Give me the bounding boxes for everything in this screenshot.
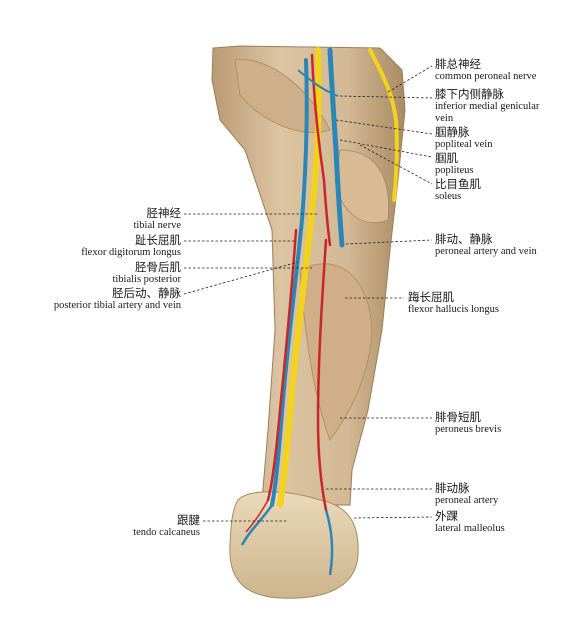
- label-zh: 胫骨后肌: [135, 260, 181, 274]
- leader-lines-left: [183, 213, 318, 522]
- label-en: soleus: [435, 190, 462, 202]
- label-en: flexor digitorum longus: [81, 246, 181, 258]
- label-peroneal-artery-and-vein: 腓动、静脉 peroneal artery and vein: [435, 233, 537, 258]
- peroneal-artery: [316, 238, 328, 512]
- label-zh: 腓骨短肌: [435, 410, 481, 424]
- label-en-line2: vein: [435, 112, 454, 124]
- label-tendo-calcaneus: 跟腱 tendo calcaneus: [133, 514, 200, 539]
- label-popliteus: 腘肌 popliteus: [435, 152, 474, 177]
- posterior-tibial-vein: [270, 58, 309, 507]
- label-en: popliteal vein: [435, 138, 493, 150]
- label-peroneal-artery: 腓动脉 peroneal artery: [435, 482, 498, 507]
- label-popliteal-vein: 腘静脉 popliteal vein: [435, 126, 492, 151]
- label-en: tibial nerve: [133, 219, 181, 231]
- label-en: posterior tibial artery and vein: [53, 299, 181, 311]
- label-en: peroneal artery and vein: [435, 245, 537, 257]
- label-zh: 外踝: [435, 509, 458, 523]
- posterior-tibial-artery: [266, 228, 298, 502]
- label-en: flexor hallucis longus: [408, 303, 499, 315]
- leader-lines-right: [326, 65, 433, 519]
- label-soleus: 比目鱼肌 soleus: [435, 178, 481, 203]
- artery-branch-heel: [245, 499, 269, 533]
- genicular-vein-branch: [297, 69, 339, 97]
- label-tibial-nerve: 胫神经 tibial nerve: [133, 207, 181, 232]
- label-flexor-hallucis-longus: 踇长屈肌 flexor hallucis longus: [408, 291, 499, 316]
- label-zh: 胫神经: [146, 206, 182, 220]
- label-en: popliteus: [435, 164, 474, 176]
- label-tibialis-posterior: 胫骨后肌 tibialis posterior: [112, 261, 181, 286]
- label-zh: 跟腱: [177, 513, 200, 527]
- label-en: tendo calcaneus: [133, 526, 200, 538]
- common-peroneal-nerve: [368, 48, 399, 202]
- label-zh: 腓动、静脉: [435, 232, 493, 246]
- label-en: lateral malleolus: [435, 522, 505, 534]
- label-zh: 踇长屈肌: [408, 290, 454, 304]
- label-zh: 腘静脉: [435, 125, 470, 139]
- label-common-peroneal-nerve: 腓总神经 common peroneal nerve: [435, 58, 536, 83]
- label-zh: 腘肌: [435, 151, 458, 165]
- label-flexor-digitorum-longus: 趾长屈肌 flexor digitorum longus: [81, 234, 181, 259]
- label-en: tibialis posterior: [112, 273, 181, 285]
- label-peroneus-brevis: 腓骨短肌 peroneus brevis: [435, 411, 501, 436]
- label-lateral-malleolus: 外踝 lateral malleolus: [435, 510, 505, 535]
- heel: [229, 491, 359, 599]
- label-zh: 胫后动、静脉: [112, 286, 181, 300]
- label-en: peroneal artery: [435, 494, 499, 506]
- label-en: common peroneal nerve: [435, 70, 537, 82]
- label-zh: 腓总神经: [435, 57, 481, 71]
- popliteal-vein: [327, 47, 345, 248]
- vessel-branch-heel: [324, 509, 334, 576]
- label-inferior-medial-genicular-vein: 膝下内侧静脉 inferior medial genicular vein: [435, 88, 539, 124]
- vessel-branch-lower: [240, 504, 274, 546]
- popliteal-artery: [310, 53, 332, 247]
- label-en: inferior medial genicular: [435, 100, 540, 112]
- label-zh: 比目鱼肌: [435, 177, 481, 191]
- label-posterior-tibial-artery-and-vein: 胫后动、静脉 posterior tibial artery and vein: [54, 287, 181, 312]
- label-zh: 腓动脉: [435, 481, 470, 495]
- label-zh: 趾长屈肌: [135, 233, 181, 247]
- label-zh: 膝下内侧静脉: [435, 87, 504, 101]
- label-en: peroneus brevis: [435, 423, 502, 435]
